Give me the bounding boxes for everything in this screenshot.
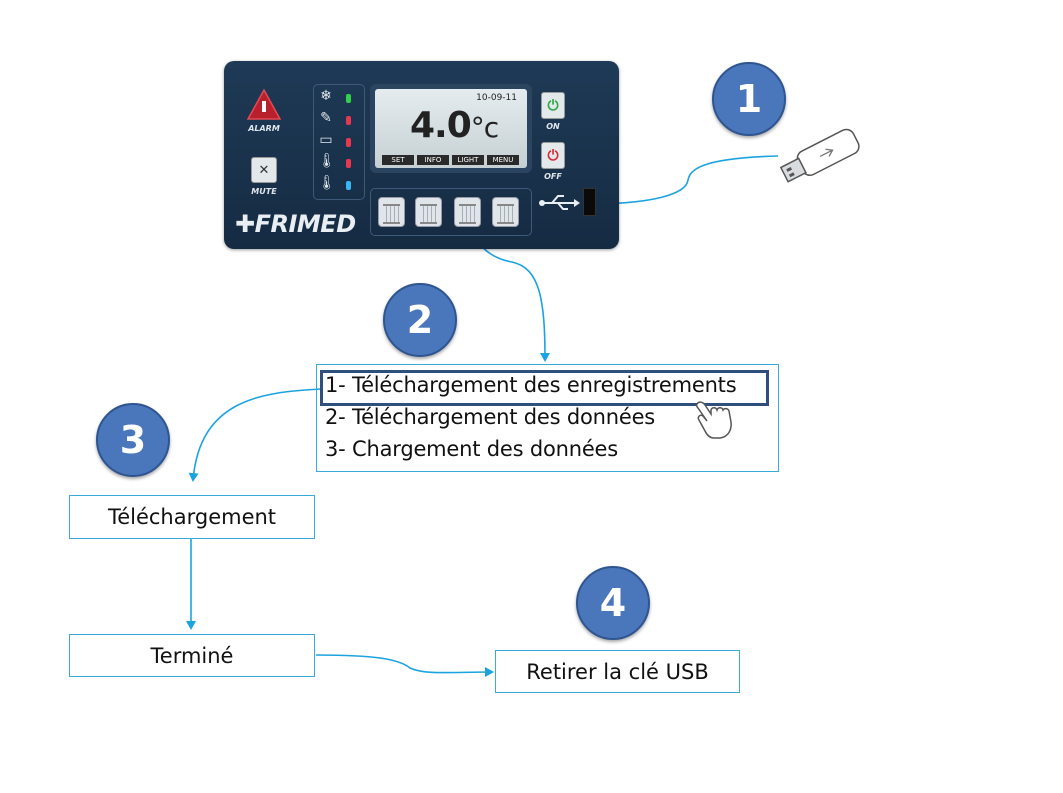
usb-key-icon (779, 128, 860, 183)
remove-usb-arrow (315, 654, 494, 678)
hand-pointer-icon (695, 401, 732, 439)
step-4-badge: 4 (576, 566, 650, 640)
menu-selection-highlight (320, 370, 769, 406)
done-box: Terminé (69, 634, 315, 677)
softkey-menu[interactable] (492, 197, 519, 227)
lcd-temperature: 4.0°c (410, 105, 499, 146)
status-indicator-group (313, 84, 365, 200)
alarm-label: ALARM (248, 124, 280, 133)
led-high-temp (346, 159, 351, 168)
lcd-menu-set: SET (382, 155, 414, 165)
power-on-icon: ⏻ (547, 97, 559, 114)
step-1-badge: 1 (712, 62, 786, 136)
off-label: OFF (544, 172, 562, 181)
menu-item-download-records[interactable]: 1- Téléchargement des enregistrements (325, 373, 737, 397)
usb-port[interactable] (583, 188, 596, 216)
led-defrost (346, 116, 351, 125)
usb-symbol-icon (539, 195, 580, 210)
softkey-group (370, 188, 532, 236)
lcd-menu-light: LIGHT (452, 155, 484, 165)
on-button[interactable]: ⏻ (541, 92, 565, 119)
alarm-icon (246, 88, 282, 120)
softkey-info[interactable] (415, 197, 442, 227)
battery-icon: ▭ (319, 132, 333, 148)
power-off-icon: ⏻ (547, 147, 559, 164)
softkey-set[interactable] (378, 197, 405, 227)
done-label: Terminé (150, 643, 234, 668)
softkey-light[interactable] (454, 197, 481, 227)
off-button[interactable]: ⏻ (541, 142, 565, 169)
usb-menu (316, 364, 779, 472)
led-battery (346, 138, 351, 147)
download-arrow (188, 388, 323, 482)
led-low-temp (346, 181, 351, 190)
led-cooling (346, 94, 351, 103)
on-label: ON (546, 122, 560, 131)
lcd-date: 10-09-11 (476, 93, 517, 103)
defrost-icon: ✎ (320, 110, 332, 126)
mute-button[interactable]: ✕ (251, 157, 277, 183)
mute-icon: ✕ (258, 162, 270, 178)
snowflake-icon: ❄ (320, 88, 332, 104)
step-2-badge: 2 (383, 283, 457, 357)
thermometer-low-icon: 🌡 (318, 175, 336, 191)
lcd-menu-info: INFO (417, 155, 449, 165)
remove-usb-label: Retirer la clé USB (526, 659, 709, 684)
remove-usb-box: Retirer la clé USB (495, 650, 740, 693)
lcd-menu-menu: MENU (487, 155, 519, 165)
brand-logo: ✚FRIMED (235, 210, 356, 238)
cross-icon: ✚ (235, 210, 255, 238)
menu-item-download-data[interactable]: 2- Téléchargement des données (325, 405, 656, 429)
usb-insert-arrow (596, 155, 779, 209)
lcd-display: 10-09-11 4.0°c SET INFO LIGHT MENU (370, 84, 532, 173)
menu-item-upload-data[interactable]: 3- Chargement des données (325, 437, 619, 461)
download-label: Téléchargement (107, 505, 277, 529)
step-3-badge: 3 (96, 403, 170, 477)
thermometer-high-icon: 🌡 (318, 153, 336, 169)
lcd-menu-bar: SET INFO LIGHT MENU (382, 155, 519, 165)
download-box: Téléchargement (69, 495, 315, 539)
mute-label: MUTE (251, 187, 277, 196)
